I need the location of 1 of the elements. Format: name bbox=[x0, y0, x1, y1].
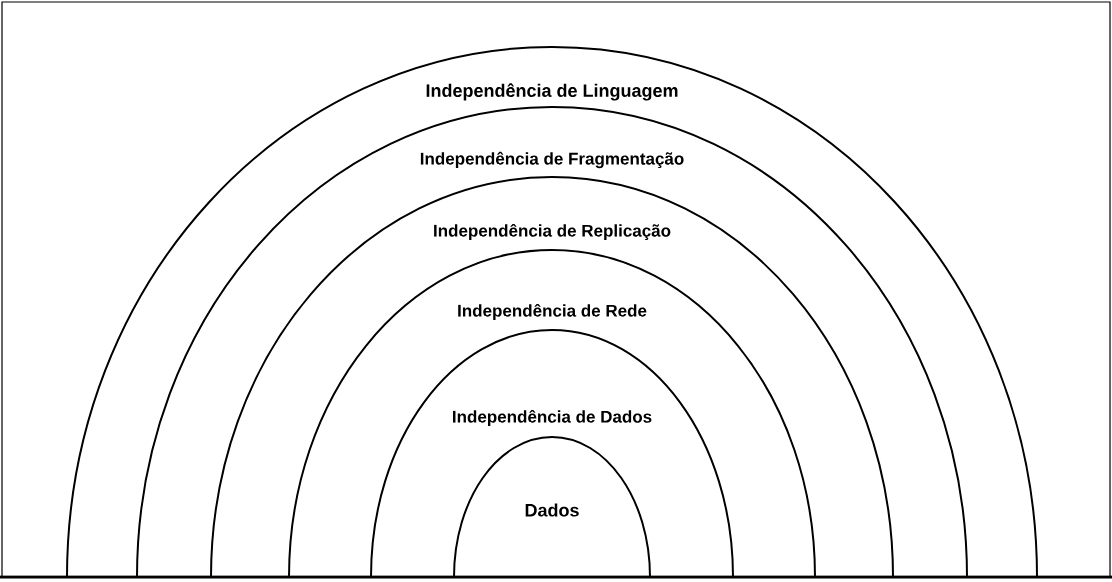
arch-band: Dados bbox=[453, 436, 651, 578]
